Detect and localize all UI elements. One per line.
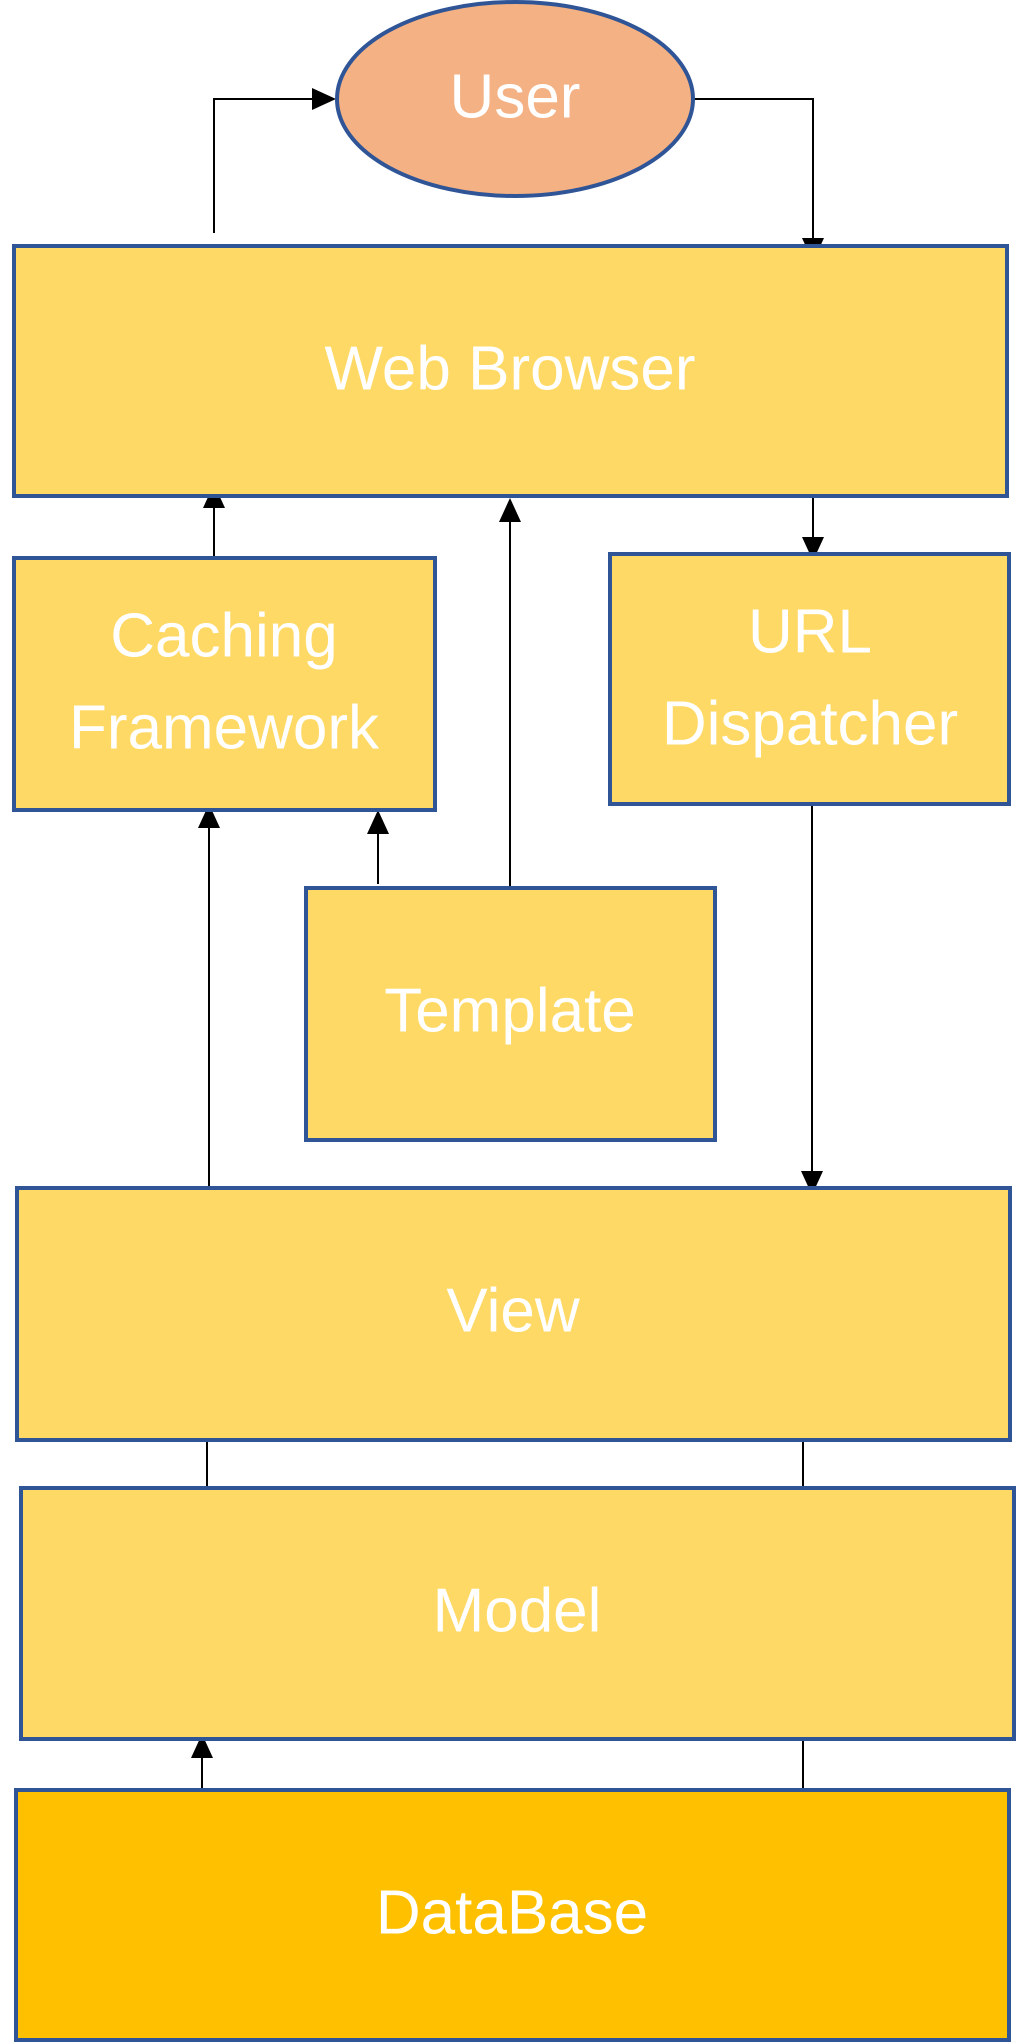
arrowhead-into-dispatcher [802,537,824,561]
caching-framework-label-line1: Caching [110,601,337,670]
connector-user-to-browser [693,98,814,238]
caching-framework-node: Caching Framework [12,556,437,812]
arrowhead-into-model-from-database [191,1734,213,1758]
arrowhead-into-cache-from-template [367,810,389,834]
database-node: DataBase [14,1788,1011,2042]
user-ellipse [335,0,695,198]
template-box [304,886,717,1142]
url-dispatcher-label-line1: URL [748,597,872,666]
database-label: DataBase [376,1878,648,1947]
template-label: Template [384,976,636,1045]
web-browser-box [12,244,1009,498]
user-label: User [450,62,581,131]
arrowhead-into-user [312,88,336,110]
model-box [19,1486,1016,1741]
connector-browser-to-user [213,98,314,233]
database-box [14,1788,1011,2042]
arrowhead-into-cache-from-view [198,804,220,828]
model-label: Model [433,1576,602,1645]
template-node: Template [304,886,717,1142]
view-label: View [446,1276,579,1345]
web-browser-label: Web Browser [325,334,696,403]
model-node: Model [19,1486,1016,1741]
user-node: User [335,0,695,198]
view-node: View [15,1186,1012,1442]
caching-framework-label-line2: Framework [69,693,380,762]
view-box [15,1186,1012,1442]
arrowhead-into-view-from-dispatcher [801,1171,823,1195]
caching-framework-box [12,556,437,812]
arrowhead-into-browser-from-template [499,498,521,522]
url-dispatcher-node: URL Dispatcher [608,552,1011,806]
url-dispatcher-label-line2: Dispatcher [662,689,958,758]
url-dispatcher-box [608,552,1011,806]
web-browser-node: Web Browser [12,244,1009,498]
